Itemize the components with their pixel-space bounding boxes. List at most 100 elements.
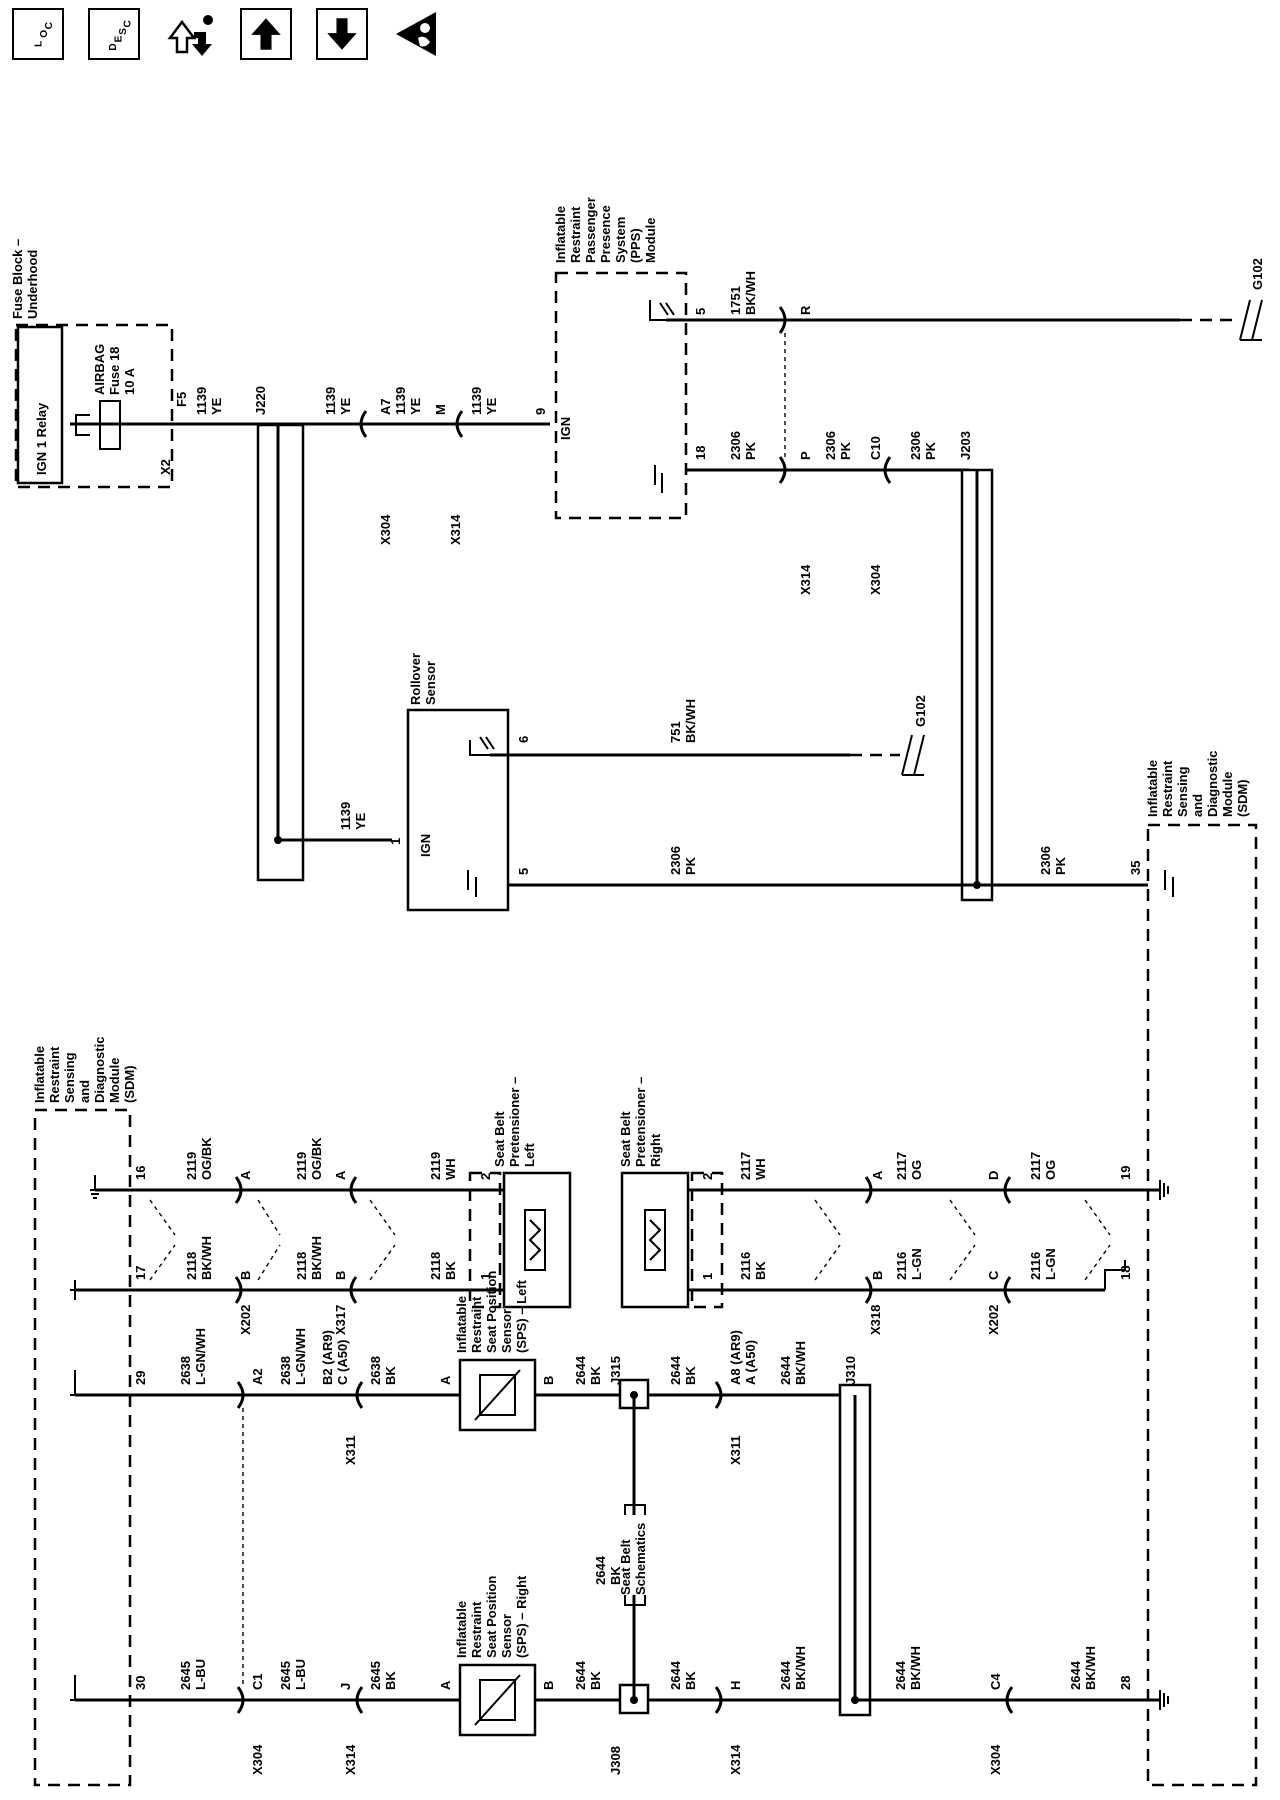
sdm-left-title-1: Inflatable (32, 1046, 47, 1103)
wire-ogbk-label-a: OG/BK (199, 1137, 214, 1180)
pin-b-x317-label: B (333, 1271, 348, 1280)
sdm-pin-29-label: 29 (133, 1371, 148, 1385)
pretensioner-left-box (502, 1171, 572, 1309)
wire-pk-label-d: PK (683, 856, 698, 875)
connector-x314-label-top: X314 (448, 514, 463, 545)
seat-position-sensor-left: Inflatable Restraint Seat Position Senso… (454, 1271, 537, 1432)
x202-shorting-bar (257, 1199, 281, 1281)
connector-x304-label-top: X304 (378, 514, 393, 545)
connector-x304-label-sps: X304 (250, 1744, 265, 1775)
wire-ye-label-b: YE (338, 397, 353, 415)
description-button[interactable]: D E S C (88, 8, 140, 60)
seatbelt-schematics-ref-gap (622, 1515, 646, 1595)
wire-bk-label-f: BK (588, 1671, 603, 1690)
location-button[interactable]: L O C (12, 8, 64, 60)
pps-pin-18-label: 18 (693, 446, 708, 460)
rollover-title-1: Rollover (408, 653, 423, 705)
pin-a7-label: A7 (378, 398, 393, 415)
sps-right-pin-b-label: B (541, 1681, 556, 1690)
wire-pk-label-a: PK (743, 441, 758, 460)
ground-g102-top-icon (1239, 299, 1263, 341)
airbag-warning-button[interactable] (392, 8, 444, 60)
wire-bkwh-label-f: BK/WH (1083, 1646, 1098, 1690)
connector-x318-label: X318 (868, 1305, 883, 1335)
sps-left-sensor-icon (474, 1369, 521, 1421)
wire-bk-label-g: BK (608, 1566, 623, 1585)
connector-x314-label-pps: X314 (798, 564, 813, 595)
sdm-right-module: Inflatable Restraint Sensing and Diagnos… (1145, 751, 1258, 1787)
pin-c-a50-label: C (A50) (335, 1339, 350, 1385)
seatbelt-schematics-ref-brackets (624, 1504, 646, 1606)
navigation-button[interactable] (164, 8, 216, 60)
sdm-right-title-7: (SDM) (1235, 779, 1250, 817)
connector-c1 (236, 1686, 245, 1714)
wire-2644-label-g: 2644 (778, 1660, 793, 1690)
wire-wh-label-b: WH (753, 1158, 768, 1180)
wire-2117-label-a: 2117 (738, 1152, 753, 1180)
rollover-title-2: Sensor (423, 661, 438, 705)
pps-module: Inflatable Restraint Passenger Presence … (553, 197, 688, 520)
sdm-right-shorting-bar (1084, 1199, 1111, 1281)
wire-pk-label-c: PK (923, 441, 938, 460)
schematic-canvas: IGN 1 Relay Fuse Block – Underhood AIRBA… (10, 197, 1265, 1787)
sps-left-title-5: (SPS) – Left (514, 1279, 529, 1353)
sdm-left-switches-29-30 (70, 1370, 85, 1701)
sdm-shorting-bar-1 (149, 1199, 176, 1281)
sps-right-title-2: Restraint (469, 1601, 484, 1658)
pretensioner-right-title-2: Pretensioner – (633, 1077, 648, 1167)
connector-a-x317 (349, 1176, 358, 1204)
wire-ogbk-label-b: OG/BK (309, 1137, 324, 1180)
pps-data-arrows-icon (654, 465, 663, 493)
pps-ground-symbol (649, 300, 666, 321)
wiring-schematic: IGN 1 Relay Fuse Block – Underhood AIRBA… (0, 75, 1280, 1800)
splice-j315-label: J315 (608, 1356, 623, 1385)
rollover-ign-label: IGN (418, 834, 433, 857)
next-page-button[interactable] (316, 8, 368, 60)
wire-lbu-label-b: L-BU (293, 1659, 308, 1690)
pps-title-7: Module (643, 218, 658, 264)
wire-2645-label-b: 2645 (278, 1661, 293, 1690)
arrow-up-icon (251, 18, 281, 50)
wire-bk-label-c: BK (383, 1366, 398, 1385)
previous-page-button[interactable] (240, 8, 292, 60)
fuse-label-3: 10 A (122, 367, 137, 395)
splice-pack-j220 (256, 423, 305, 882)
wire-2306-label-d: 2306 (668, 846, 683, 875)
pretensioner-right-squib-icon (644, 1209, 666, 1271)
sps-right-pin-a-label: A (438, 1680, 453, 1690)
wire-2116-label-c: 2116 (1028, 1252, 1043, 1280)
connector-x311-label-b: X311 (728, 1435, 743, 1465)
seatbelt-schematics-ref-1[interactable]: Seat Belt (618, 1539, 633, 1595)
wire-2644-label-e: 2644 (668, 1660, 683, 1690)
sdm-right-outline (1146, 823, 1258, 1787)
pin-b-x318-label: B (870, 1271, 885, 1280)
connector-b2 (355, 1381, 364, 1409)
sdm-pin-17-label: 17 (133, 1266, 148, 1280)
pretensioner-right-connector-outline (690, 1171, 724, 1309)
wire-bk-label-b: BK (753, 1261, 768, 1280)
wire-2306-label-b: 2306 (823, 431, 838, 460)
pin-p-label: P (798, 451, 813, 460)
wire-2116-label-a: 2116 (738, 1252, 753, 1280)
sdm-right-ground-28-icon (1159, 1690, 1169, 1710)
splice-j220-label: J220 (253, 386, 268, 415)
rollover-ground-symbol (469, 740, 490, 756)
sps-right-sensor-icon (474, 1674, 521, 1726)
sps-left-title-2: Restraint (469, 1296, 484, 1353)
pretensioner-right-pin-2-label: 2 (700, 1173, 715, 1180)
ground-g102-rollover-label: G102 (913, 695, 928, 727)
seatbelt-schematics-ref-2[interactable]: Schematics (633, 1523, 648, 1595)
pin-a2-label: A2 (250, 1368, 265, 1385)
connector-x202-label-left: X202 (238, 1305, 253, 1335)
wire-bk-label-e: BK (588, 1366, 603, 1385)
wire-2638-label-b: 2638 (278, 1356, 293, 1385)
toolbar: L O C D E S C (0, 0, 1280, 80)
connector-b-x202 (234, 1276, 243, 1304)
rollover-pin-5-label: 5 (516, 868, 531, 875)
svg-text:O: O (39, 30, 50, 38)
splice-j308-label: J308 (608, 1746, 623, 1775)
pretensioner-left-connector-outline (468, 1171, 502, 1309)
wire-lgnwh-label-b: L-GN/WH (293, 1328, 308, 1385)
description-icon: D E S C (108, 20, 134, 51)
wire-ye-label-a: YE (209, 397, 224, 415)
